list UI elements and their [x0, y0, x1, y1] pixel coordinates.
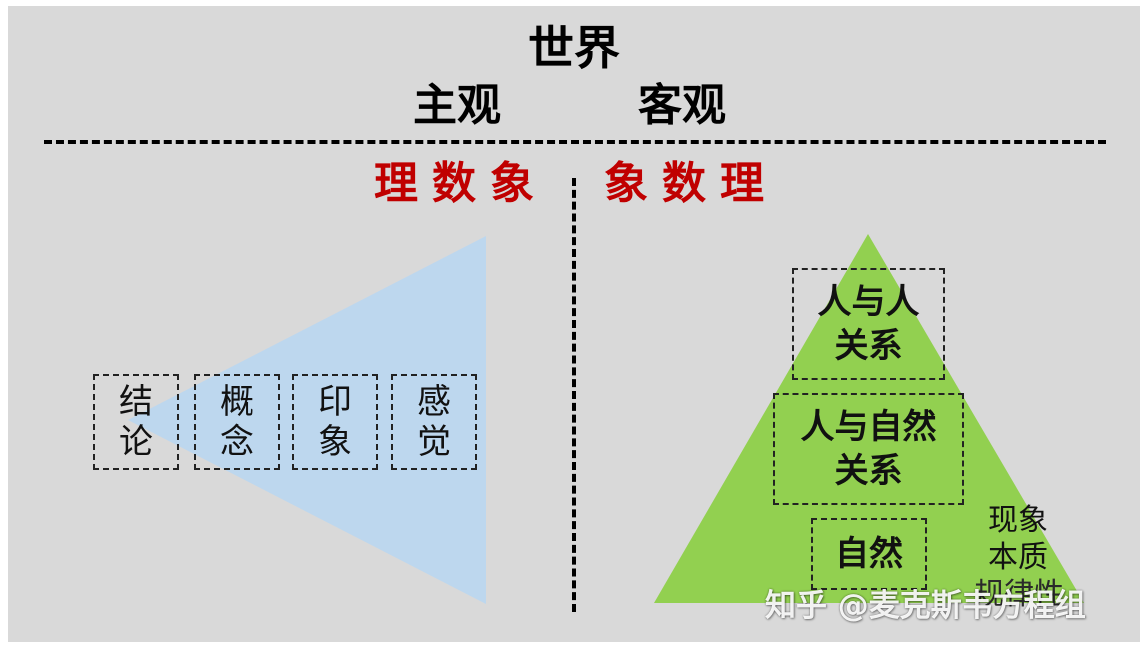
- vertical-divider: [572, 178, 576, 612]
- pyramid-level-label: 人与人关系: [817, 282, 920, 366]
- diagram-canvas: 世界 主观 客观 理数象 象数理 结论 概念 印象 感觉 人与人关系 人与自然关…: [8, 6, 1140, 642]
- funnel-box-concept: 概念: [194, 374, 280, 470]
- pyramid-level-human-relations: 人与人关系: [792, 268, 945, 380]
- funnel-box-impression: 印象: [292, 374, 378, 470]
- right-heading: 象数理: [604, 158, 778, 209]
- side-label-essence: 本质: [988, 540, 1048, 575]
- funnel-box-sensation: 感觉: [391, 374, 477, 470]
- funnel-box-label: 感觉: [417, 382, 451, 462]
- left-heading: 理数象: [374, 158, 548, 209]
- shapes-layer: [128, 234, 1084, 604]
- pyramid-level-human-nature: 人与自然关系: [773, 393, 964, 505]
- pyramid-level-nature: 自然: [811, 518, 927, 590]
- watermark: 知乎 @麦克斯韦方程组: [765, 588, 1086, 624]
- diagram-title: 世界: [528, 21, 620, 75]
- funnel-box-label: 印象: [318, 382, 352, 462]
- horizontal-divider: [44, 140, 1106, 144]
- side-label-phenomenon: 现象: [988, 503, 1048, 538]
- funnel-box-conclusion: 结论: [93, 374, 179, 470]
- knowledge-pyramid: [654, 234, 1084, 603]
- subjective-label: 主观: [413, 80, 501, 131]
- perception-funnel: [128, 236, 486, 604]
- funnel-box-label: 结论: [119, 382, 153, 462]
- pyramid-level-label: 自然: [835, 534, 903, 574]
- objective-label: 客观: [638, 80, 726, 131]
- funnel-box-label: 概念: [220, 382, 254, 462]
- pyramid-level-label: 人与自然关系: [800, 407, 937, 491]
- side-label-partially-hidden: 规律性: [974, 577, 1064, 612]
